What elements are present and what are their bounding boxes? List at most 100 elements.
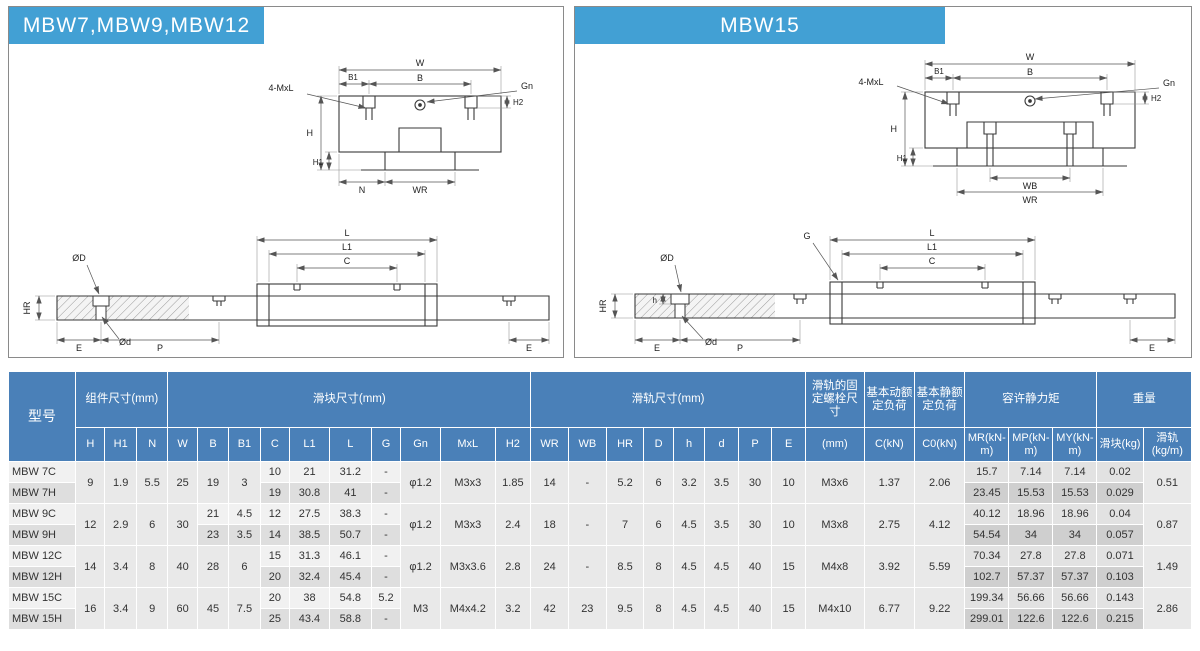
col-header-MR: MR(kN-m) bbox=[964, 427, 1010, 462]
dim-label-l1: L1 bbox=[927, 242, 937, 252]
dim-label-g: G bbox=[803, 231, 810, 241]
dim-label-od: ØD bbox=[660, 253, 674, 263]
col-header-P: P bbox=[737, 427, 773, 462]
cell: 23 bbox=[567, 587, 607, 630]
cell: 2.06 bbox=[913, 461, 966, 504]
cell: 30.8 bbox=[289, 482, 330, 504]
cell: 40.12 bbox=[964, 503, 1010, 525]
cell: 4.5 bbox=[704, 545, 739, 588]
cell: 1.37 bbox=[863, 461, 916, 504]
table-row: MBW 9H 23 3.5 14 38.5 50.7 - 54.54 34 34… bbox=[7, 524, 1192, 546]
dim-label-od-small: Ød bbox=[705, 337, 717, 347]
spec-table: 型号 组件尺寸(mm) 滑块尺寸(mm) 滑轨尺寸(mm) 滑轨的固定螺栓尺寸 … bbox=[7, 371, 1193, 630]
cell: 4.5 bbox=[672, 545, 706, 588]
cell: M3 bbox=[400, 587, 442, 630]
dim-label-w: W bbox=[416, 58, 425, 68]
cell: 15.53 bbox=[1052, 482, 1098, 504]
dim-label-mxl: 4-MxL bbox=[858, 77, 883, 87]
cell: - bbox=[370, 566, 402, 588]
dimension-lines bbox=[896, 61, 1160, 195]
cell: 14 bbox=[530, 461, 569, 504]
cell: - bbox=[567, 503, 607, 546]
cell: M3x6 bbox=[804, 461, 865, 504]
cell: 3.5 bbox=[228, 524, 261, 546]
cell: 34 bbox=[1052, 524, 1098, 546]
extension-lines bbox=[901, 60, 1149, 196]
cell: 12 bbox=[75, 503, 106, 546]
dim-label-c: C bbox=[929, 256, 936, 266]
cell: 7.5 bbox=[228, 587, 261, 630]
cell: 54.8 bbox=[328, 587, 372, 609]
cell: 10 bbox=[771, 461, 806, 504]
cell: 0.215 bbox=[1096, 608, 1144, 630]
dim-label-h1: H1 bbox=[897, 154, 908, 163]
dim-label-h2: H2 bbox=[513, 98, 524, 107]
table-row: MBW 7H 19 30.8 41 - 23.45 15.53 15.53 0.… bbox=[7, 482, 1192, 504]
cell: 19 bbox=[259, 482, 291, 504]
dim-label-e-left: E bbox=[654, 343, 660, 353]
dim-label-gn: Gn bbox=[521, 81, 533, 91]
cell: 27.8 bbox=[1052, 545, 1098, 567]
cell: M3x3 bbox=[440, 461, 496, 504]
table-col-header-row: H H1 N W B B1 C L1 L G Gn MxL H2 WR WB H… bbox=[9, 427, 1193, 462]
cell: M3x3.6 bbox=[440, 545, 496, 588]
cell: 31.3 bbox=[289, 545, 330, 567]
cell: 0.04 bbox=[1096, 503, 1144, 525]
col-header-B1: B1 bbox=[228, 427, 261, 462]
cell: 2.4 bbox=[494, 503, 532, 546]
cell: 0.057 bbox=[1096, 524, 1144, 546]
dim-label-l: L bbox=[344, 228, 349, 238]
cell: 40 bbox=[737, 545, 773, 588]
cell: 7.14 bbox=[1052, 461, 1098, 483]
cell: 23 bbox=[196, 524, 230, 546]
cell: 20 bbox=[259, 587, 291, 609]
col-header-G: G bbox=[370, 427, 402, 462]
dim-label-e-left: E bbox=[76, 343, 82, 353]
cell: 25 bbox=[167, 461, 198, 504]
cell: 45 bbox=[196, 587, 230, 630]
table-row: MBW 9C 12 2.9 6 30 21 4.5 12 27.5 38.3 -… bbox=[7, 503, 1193, 546]
dim-label-mxl: 4-MxL bbox=[268, 83, 293, 93]
cell: M4x10 bbox=[804, 587, 865, 630]
cell: 3.5 bbox=[704, 503, 739, 546]
dim-label-e-right: E bbox=[1149, 343, 1155, 353]
cell: 27.8 bbox=[1008, 545, 1054, 567]
cell: 3.4 bbox=[104, 587, 137, 630]
group-rail: 滑轨尺寸(mm) bbox=[530, 371, 806, 428]
dim-label-c: C bbox=[344, 256, 351, 266]
dim-label-wr: WR bbox=[413, 185, 428, 195]
cell: 46.1 bbox=[328, 545, 372, 567]
cell: - bbox=[370, 545, 402, 567]
table-row: MBW 12C 14 3.4 8 40 28 6 15 31.3 46.1 - … bbox=[7, 545, 1193, 588]
cell: - bbox=[370, 482, 402, 504]
cell: 8.5 bbox=[605, 545, 645, 588]
table-row: MBW 12H 20 32.4 45.4 - 102.7 57.37 57.37… bbox=[7, 566, 1192, 588]
cell: - bbox=[370, 461, 402, 483]
cell: - bbox=[567, 461, 607, 504]
cell: 14 bbox=[259, 524, 291, 546]
cell: 2.9 bbox=[104, 503, 137, 546]
col-header-Gn: Gn bbox=[400, 427, 442, 462]
cell: 30 bbox=[167, 503, 198, 546]
cell: 30 bbox=[737, 461, 773, 504]
col-header-E: E bbox=[771, 427, 806, 462]
panel-mbw15: MBW15 bbox=[574, 6, 1192, 358]
cell: 50.7 bbox=[328, 524, 372, 546]
cell: 45.4 bbox=[328, 566, 372, 588]
model-cell: MBW 7C bbox=[7, 461, 77, 483]
cell: 14 bbox=[75, 545, 106, 588]
cell: 58.8 bbox=[328, 608, 372, 630]
cell: - bbox=[370, 524, 402, 546]
table-row: MBW 7C 9 1.9 5.5 25 19 3 10 21 31.2 - φ1… bbox=[7, 461, 1193, 504]
table-row: MBW 15H 25 43.4 58.8 - 299.01 122.6 122.… bbox=[7, 608, 1192, 630]
model-cell: MBW 9C bbox=[7, 503, 77, 525]
cell: 54.54 bbox=[964, 524, 1010, 546]
cell: 38.5 bbox=[289, 524, 330, 546]
carriage-cross-section bbox=[924, 91, 1136, 167]
cell: 5.2 bbox=[605, 461, 645, 504]
group-component: 组件尺寸(mm) bbox=[75, 371, 169, 428]
col-header-L1: L1 bbox=[289, 427, 330, 462]
cell: 18.96 bbox=[1052, 503, 1098, 525]
cell: 3 bbox=[228, 461, 261, 504]
